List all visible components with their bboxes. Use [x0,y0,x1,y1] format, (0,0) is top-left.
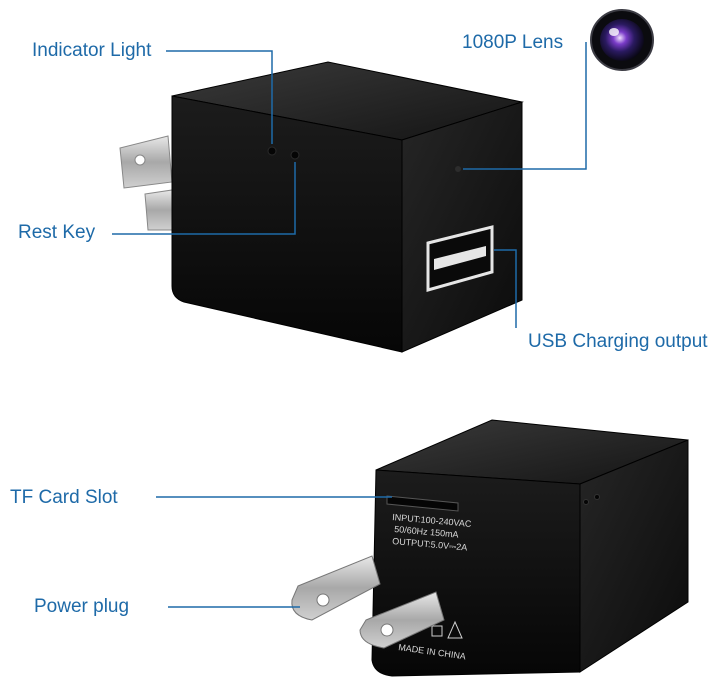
callout-tf-card-slot: TF Card Slot [10,487,118,508]
tf-card-slot [386,495,459,512]
indicator-light-hole [267,146,277,156]
rest-key-leader [112,162,296,235]
plug-prong-left [291,555,381,621]
usb-output-leader [494,249,517,328]
plug-prong-right [359,591,445,649]
leader-lines [112,42,587,608]
lens-icon [590,9,654,71]
callout-indicator-light: Indicator Light [32,40,152,61]
callout-usb-output: USB Charging output [528,331,708,352]
callout-lens: 1080P Lens [462,32,564,53]
indicator-light-leader [166,50,273,144]
plug-prong-upper [119,135,173,189]
callout-rest-key: Rest Key [18,222,96,243]
lens-leader [463,42,587,170]
charger-top-view [119,61,524,353]
reset-key-hole [290,150,300,160]
charger-bottom-view: INPUT:100-240VAC 50/60Hz 150mA OUTPUT:5.… [291,419,689,677]
plug-prong-lower [144,189,173,231]
callout-power-plug: Power plug [34,596,130,617]
pinhole-lens [455,166,461,172]
